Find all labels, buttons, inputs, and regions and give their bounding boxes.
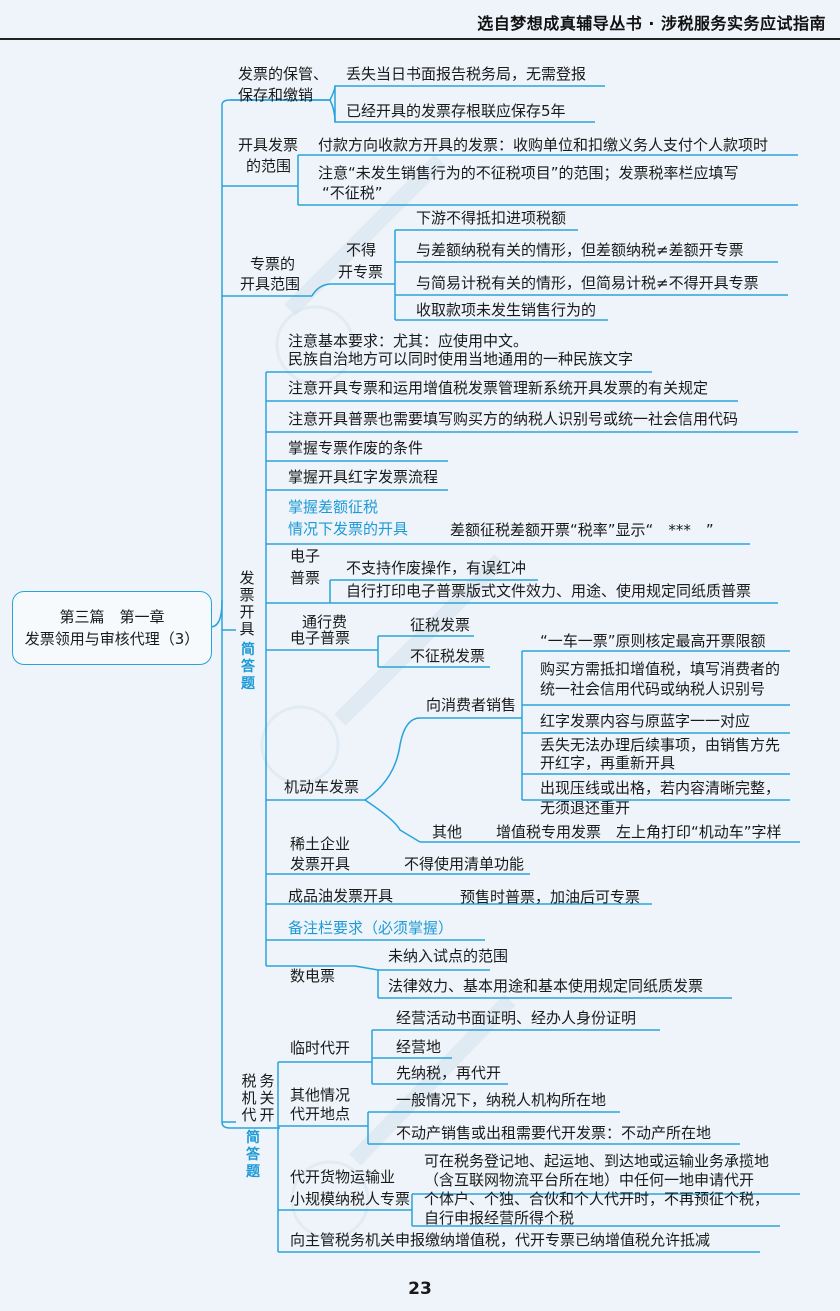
issuing-label-4: 具: [239, 620, 255, 638]
toll-label-1: 通行费: [302, 613, 348, 631]
digital-invoice-item-1: 未纳入试点的范围: [388, 947, 509, 965]
rare-earth-label-2: 发票开具: [290, 855, 351, 873]
issue-item-1: 注意开具专票和运用增值税发票管理新系统开具发票的有关规定: [288, 379, 709, 397]
short-answer-tag-2a: 简: [246, 1130, 260, 1146]
temp-issue-item-3: 先纳税，再代开: [396, 1064, 502, 1082]
tax-agency-label-2: 务: [259, 1072, 275, 1090]
digital-invoice-label: 数电票: [290, 967, 336, 985]
vehicle-item-1: “一车一票”原则核定最高开票限额: [540, 632, 766, 650]
no-special-label-1: 不得: [346, 241, 377, 259]
basic-req-2: 民族自治地方可以同时使用当地通用的一种民族文字: [288, 350, 634, 368]
temp-issue-label: 临时代开: [290, 1039, 351, 1057]
short-answer-tag-2b: 答: [246, 1147, 260, 1163]
no-special-item-1: 下游不得抵扣进项税额: [416, 209, 567, 227]
issue-scope-item-2: 注意“未发生销售行为的不征税项目”的范围；发票税率栏应填写: [318, 164, 739, 182]
issue-item-3: 掌握专票作废的条件: [288, 439, 424, 457]
freight-item-4: 自行申报经营所得个税: [424, 1209, 575, 1227]
issue-item-2: 注意开具普票也需要填写购买方的纳税人识别号或统一社会信用代码: [288, 410, 739, 428]
diff-tax-label-1: 掌握差额征税: [288, 498, 379, 516]
refined-oil-label: 成品油发票开具: [288, 887, 394, 905]
tax-agency-label-3: 机: [241, 1089, 257, 1107]
no-special-label-2: 开专票: [338, 263, 384, 281]
declare-vat-item: 向主管税务机关申报缴纳增值税，代开专票已纳增值税允许抵减: [290, 1231, 711, 1249]
freight-item-1: 可在税务登记地、起运地、到达地或运输业务承揽地: [424, 1152, 770, 1170]
vehicle-item-4: 红字发票内容与原蓝字一一对应: [540, 712, 751, 730]
short-answer-tag-1a: 简: [241, 642, 255, 658]
freight-label-1: 代开货物运输业: [290, 1168, 396, 1186]
vehicle-item-7: 出现压线或出格，若内容清晰完整，: [540, 779, 781, 797]
storage-item-1: 丢失当日书面报告税务局，无需登报: [346, 65, 587, 83]
freight-item-2: （含互联网物流平台所在地）中任何一地申请代开: [424, 1171, 755, 1189]
vehicle-invoice-label: 机动车发票: [284, 778, 360, 796]
header-title: 选自梦想成真辅导丛书 · 涉税服务实务应试指南: [477, 14, 826, 33]
tax-agency-label-6: 开: [259, 1106, 275, 1124]
vehicle-item-2: 购买方需抵扣增值税，填写消费者的: [540, 660, 781, 678]
vehicle-item-3: 统一社会信用代码或纳税人识别号: [540, 680, 766, 698]
issue-scope-item-1: 付款方向收款方开具的发票：收购单位和扣缴义务人支付个人款项时: [318, 136, 769, 154]
remarks-requirement: 备注栏要求（必须掌握）: [288, 919, 454, 937]
other-location-item-1: 一般情况下，纳税人机构所在地: [396, 1091, 607, 1109]
short-answer-tag-1b: 答: [241, 659, 255, 675]
header-rule: [0, 38, 840, 40]
short-answer-tag-1c: 题: [241, 676, 255, 692]
diff-tax-item: 差额征税差额开票“税率”显示“ *** ”: [450, 521, 714, 539]
rare-earth-label-1: 稀土企业: [290, 835, 351, 853]
no-special-item-2: 与差额纳税有关的情形，但差额纳税≠差额开专票: [416, 241, 744, 259]
vehicle-item-5: 丢失无法办理后续事项，由销售方先: [540, 736, 781, 754]
e-invoice-label-2: 普票: [290, 569, 321, 587]
e-invoice-item-1: 不支持作废操作，有误红冲: [346, 559, 527, 577]
toll-item-2: 不征税发票: [410, 647, 486, 665]
branch-special-scope-label-1: 专票的: [250, 255, 296, 273]
vehicle-other-item: 增值税专用发票 左上角打印“机动车”字样: [496, 823, 782, 841]
branch-issue-scope-label-1: 开具发票: [238, 136, 299, 154]
basic-req-1: 注意基本要求：尤其：应使用中文。: [288, 332, 529, 350]
branch-special-scope-label-2: 开具范围: [240, 275, 301, 293]
digital-invoice-item-2: 法律效力、基本用途和基本使用规定同纸质发票: [388, 977, 704, 995]
branch-issue-scope-label-2: 的范围: [246, 157, 292, 175]
freight-item-3: 个体户、个独、合伙和个人代开时，不再预征个税，: [424, 1190, 770, 1208]
root-line1: 第三篇 第一章: [59, 608, 165, 626]
short-answer-tag-2c: 题: [246, 1164, 260, 1180]
toll-label-2: 电子普票: [290, 629, 351, 647]
issuing-label-2: 票: [239, 586, 255, 604]
vehicle-item-6: 开红字，再重新开具: [540, 754, 676, 772]
root-line2: 发票领用与审核代理（3）: [24, 630, 200, 648]
storage-item-2: 已经开具的发票存根联应保存5年: [346, 102, 566, 120]
page-number: 23: [408, 1279, 432, 1299]
vehicle-item-8: 无须退还重开: [540, 799, 631, 817]
issue-scope-item-3: “不征税”: [322, 184, 383, 202]
tax-agency-label-1: 税: [241, 1072, 257, 1090]
other-location-label-1: 其他情况: [290, 1086, 351, 1104]
issue-item-4: 掌握开具红字发票流程: [288, 468, 439, 486]
branch-invoice-storage-label: 发票的保管、保存和缴销: [238, 65, 329, 104]
tax-agency-label-5: 代: [241, 1106, 257, 1124]
e-invoice-label-1: 电子: [290, 547, 321, 565]
refined-oil-item: 预售时普票，加油后可专票: [460, 888, 641, 906]
no-special-item-3: 与简易计税有关的情形，但简易计税≠不得开具专票: [416, 274, 759, 292]
root-node: 第三篇 第一章 发票领用与审核代理（3）: [12, 591, 212, 665]
temp-issue-item-2: 经营地: [396, 1038, 442, 1056]
freight-label-2: 小规模纳税人专票: [290, 1190, 411, 1208]
tax-agency-label-4: 关: [259, 1089, 275, 1107]
vehicle-other-label: 其他: [432, 823, 463, 841]
rare-earth-item: 不得使用清单功能: [404, 855, 525, 873]
vehicle-consumer-label: 向消费者销售: [426, 696, 517, 714]
issuing-label-3: 开: [239, 603, 255, 621]
issuing-label-1: 发: [239, 569, 255, 587]
diff-tax-label-2: 情况下发票的开具: [288, 520, 409, 538]
e-invoice-item-2: 自行打印电子普票版式文件效力、用途、使用规定同纸质普票: [346, 582, 752, 600]
no-special-item-4: 收取款项未发生销售行为的: [416, 301, 597, 319]
other-location-label-2: 代开地点: [290, 1105, 351, 1123]
temp-issue-item-1: 经营活动书面证明、经办人身份证明: [396, 1009, 637, 1027]
toll-item-1: 征税发票: [410, 616, 471, 634]
other-location-item-2: 不动产销售或出租需要代开发票：不动产所在地: [396, 1124, 712, 1142]
